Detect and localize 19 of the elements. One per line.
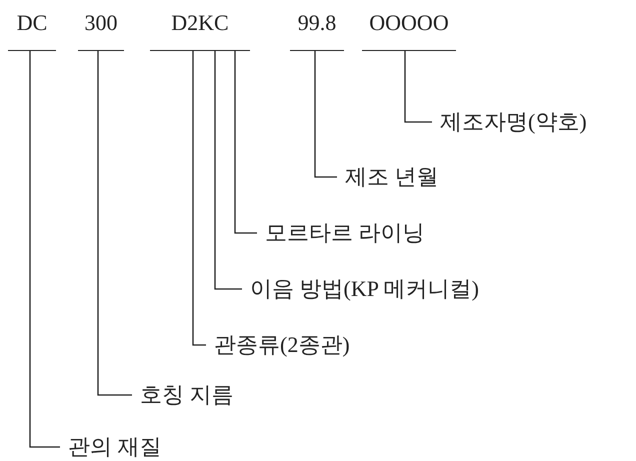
- label-text: 관종류(2종관): [214, 332, 350, 358]
- leader-line: [404, 51, 432, 123]
- label-text: 이음 방법(KP 메커니컬): [250, 276, 479, 302]
- leader-line: [97, 51, 132, 396]
- leader-line: [29, 51, 60, 448]
- label-text: 호칭 지름: [140, 382, 234, 408]
- leader-line: [214, 51, 242, 290]
- label-text: 관의 재질: [68, 434, 162, 460]
- leader-line: [234, 51, 257, 234]
- label-text: 제조 년월: [345, 164, 438, 190]
- code-text: 300: [78, 10, 124, 51]
- code-text: D2KC: [150, 10, 250, 51]
- leader-line: [192, 51, 206, 346]
- label-text: 제조자명(약호): [440, 109, 587, 135]
- code-text: DC: [8, 10, 56, 51]
- code-text: OOOOO: [362, 10, 456, 51]
- leader-line: [314, 51, 337, 178]
- label-text: 모르타르 라이닝: [265, 220, 424, 246]
- code-text: 99.8: [290, 10, 344, 51]
